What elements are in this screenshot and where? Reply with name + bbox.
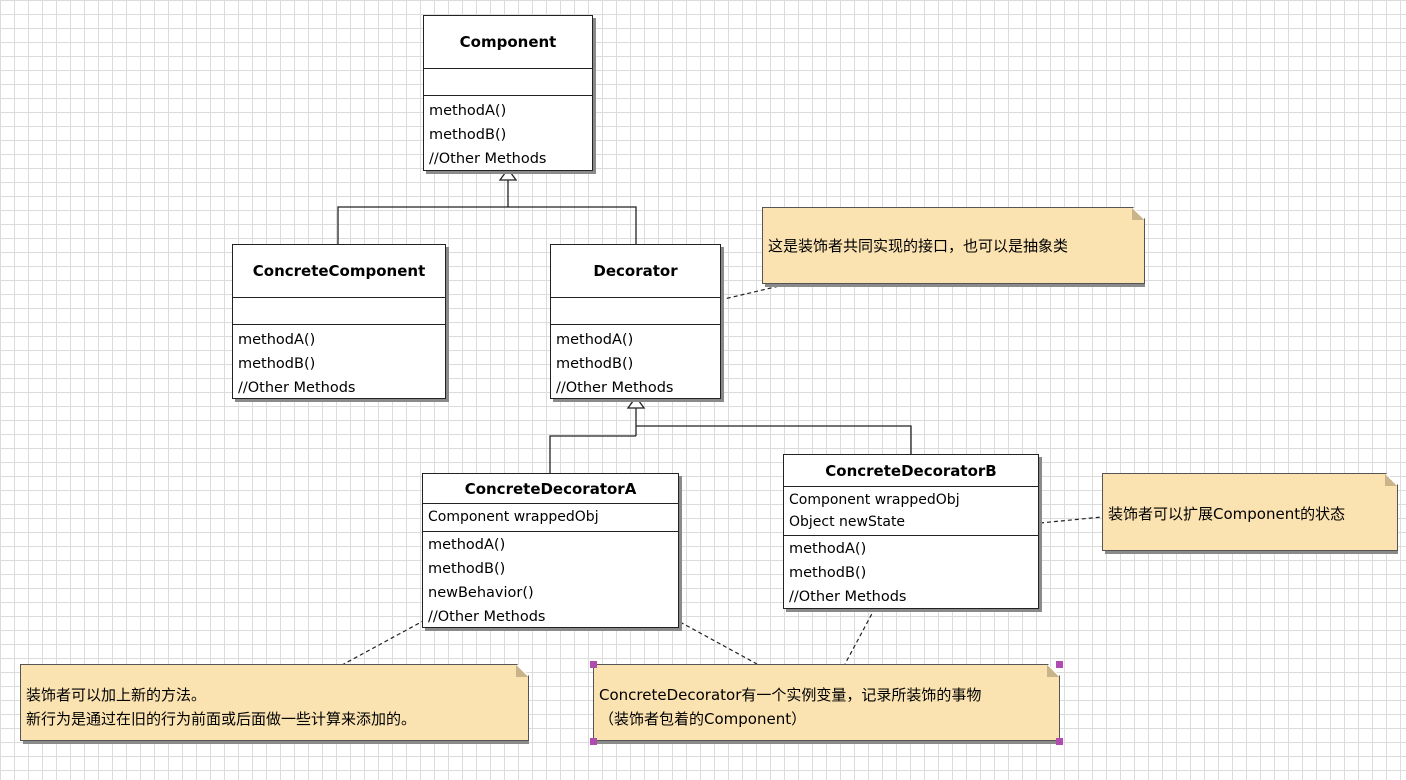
selection-handle[interactable] bbox=[590, 661, 597, 668]
methods-section: methodA() methodB() newBehavior() //Othe… bbox=[423, 532, 678, 632]
method: methodA() bbox=[238, 332, 316, 348]
method: methodA() bbox=[556, 332, 634, 348]
methods-section: methodA() methodB() //Other Methods bbox=[233, 325, 445, 403]
method: methodB() bbox=[428, 561, 506, 577]
selection-handle[interactable] bbox=[1056, 738, 1063, 745]
class-concrete-component[interactable]: ConcreteComponent methodA() methodB() //… bbox=[232, 244, 446, 399]
class-decorator[interactable]: Decorator methodA() methodB() //Other Me… bbox=[550, 244, 721, 399]
note-decorator-interface[interactable]: 这是装饰者共同实现的接口，也可以是抽象类 bbox=[762, 207, 1145, 284]
methods-section: methodA() methodB() //Other Methods bbox=[784, 536, 1038, 612]
method: //Other Methods bbox=[429, 151, 547, 167]
inheritance-line-component bbox=[337, 179, 637, 244]
class-name: Component bbox=[424, 16, 592, 69]
attributes-section bbox=[424, 69, 592, 96]
inheritance-line-decorator bbox=[549, 408, 912, 473]
class-component[interactable]: Component methodA() methodB() //Other Me… bbox=[423, 15, 593, 171]
method: methodA() bbox=[429, 103, 507, 119]
selection-handle[interactable] bbox=[590, 738, 597, 745]
method: //Other Methods bbox=[556, 380, 674, 396]
methods-section: methodA() methodB() //Other Methods bbox=[551, 325, 720, 403]
class-name: ConcreteDecoratorB bbox=[784, 455, 1038, 487]
class-name: ConcreteComponent bbox=[233, 245, 445, 298]
note-new-behavior[interactable]: 装饰者可以加上新的方法。 新行为是通过在旧的行为前面或后面做一些计算来添加的。 bbox=[20, 664, 529, 741]
note-text: 装饰者可以扩展Component的状态 bbox=[1108, 505, 1346, 523]
attribute: Object newState bbox=[789, 514, 906, 530]
note-text: 这是装饰者共同实现的接口，也可以是抽象类 bbox=[768, 237, 1069, 255]
method: methodB() bbox=[238, 356, 316, 372]
method: //Other Methods bbox=[238, 380, 356, 396]
method: methodB() bbox=[429, 127, 507, 143]
attribute: Component wrappedObj bbox=[428, 509, 599, 525]
note-text: （装饰者包着的Component） bbox=[599, 710, 807, 728]
note-link-behavior bbox=[341, 619, 426, 666]
inheritance-arrowhead-decorator bbox=[626, 395, 646, 409]
note-wrapped-object[interactable]: ConcreteDecorator有一个实例变量，记录所装饰的事物 （装饰者包着… bbox=[593, 664, 1060, 741]
note-text: ConcreteDecorator有一个实例变量，记录所装饰的事物 bbox=[599, 686, 982, 704]
method: methodB() bbox=[789, 565, 867, 581]
method: methodA() bbox=[428, 537, 506, 553]
methods-section: methodA() methodB() //Other Methods bbox=[424, 96, 592, 174]
note-text: 新行为是通过在旧的行为前面或后面做一些计算来添加的。 bbox=[26, 710, 417, 728]
method: newBehavior() bbox=[428, 585, 534, 601]
selection-handle[interactable] bbox=[1056, 661, 1063, 668]
class-concrete-decorator-b[interactable]: ConcreteDecoratorB Component wrappedObj … bbox=[783, 454, 1039, 609]
method: methodA() bbox=[789, 541, 867, 557]
note-link-wrapped-b bbox=[844, 607, 876, 665]
attributes-section bbox=[233, 298, 445, 325]
method: methodB() bbox=[556, 356, 634, 372]
note-link-wrapped-a bbox=[679, 621, 758, 665]
note-link-state bbox=[1039, 516, 1103, 524]
attributes-section bbox=[551, 298, 720, 325]
note-link-decorator bbox=[719, 282, 793, 301]
attributes-section: Component wrappedObj bbox=[423, 504, 678, 532]
attribute: Component wrappedObj bbox=[789, 492, 960, 508]
attributes-section: Component wrappedObj Object newState bbox=[784, 487, 1038, 536]
class-name: Decorator bbox=[551, 245, 720, 298]
note-text: 装饰者可以加上新的方法。 bbox=[26, 686, 207, 704]
method: //Other Methods bbox=[789, 589, 907, 605]
class-name: ConcreteDecoratorA bbox=[423, 474, 678, 504]
method: //Other Methods bbox=[428, 609, 546, 625]
note-extend-state[interactable]: 装饰者可以扩展Component的状态 bbox=[1102, 473, 1398, 551]
class-concrete-decorator-a[interactable]: ConcreteDecoratorA Component wrappedObj … bbox=[422, 473, 679, 628]
inheritance-arrowhead-component bbox=[498, 167, 518, 181]
